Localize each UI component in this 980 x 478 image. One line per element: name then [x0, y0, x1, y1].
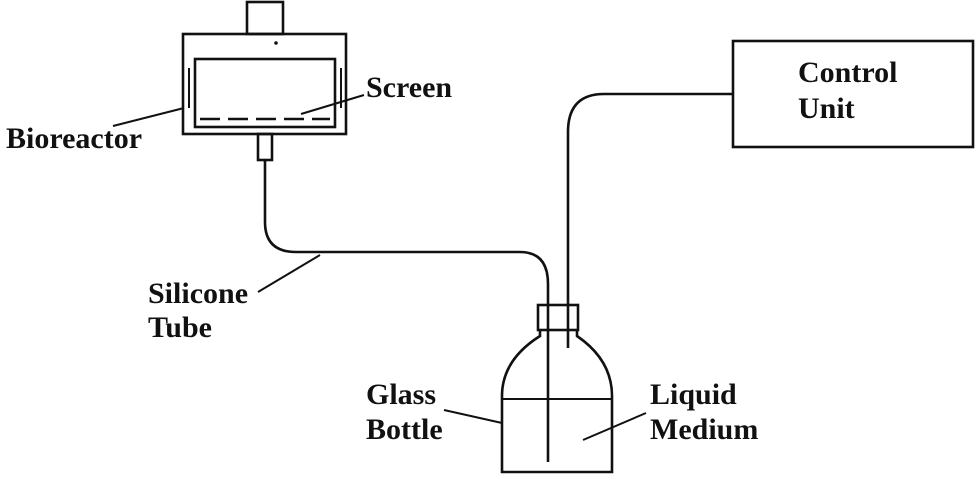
liquid-medium-leader: [582, 412, 647, 441]
liquid-medium-label-line2: Medium: [650, 413, 758, 446]
screen-label: Screen: [366, 71, 452, 104]
silicone-tube-label-line1: Silicone: [148, 277, 248, 310]
screen-leader: [300, 94, 365, 115]
control-line: [566, 92, 733, 348]
glass-bottle-leader: [443, 409, 503, 424]
glass-bottle: [500, 303, 614, 474]
bioreactor-leader: [112, 107, 185, 127]
control-unit-box: [731, 39, 975, 149]
control-unit-label-line2: Unit: [798, 92, 855, 125]
silicone-tube-label-line2: Tube: [148, 311, 212, 344]
liquid-medium-label-line1: Liquid: [650, 378, 737, 411]
glass-bottle-label-line2: Bottle: [366, 413, 443, 446]
silicone-tube: [263, 160, 550, 304]
control-unit-label-line1: Control: [798, 56, 897, 89]
bioreactor-inner-chamber: [193, 57, 337, 129]
bottle-body: [500, 330, 614, 474]
glass-bottle-label-line1: Glass: [366, 378, 436, 411]
bioreactor: [181, 0, 348, 162]
bioreactor-top-nozzle: [245, 0, 285, 36]
bioreactor-top-port: [274, 41, 278, 45]
bioreactor-outlet: [256, 132, 274, 162]
bottle-cap: [536, 303, 580, 332]
bioreactor-label: Bioreactor: [6, 122, 142, 155]
silicone-tube-leader: [257, 254, 321, 293]
